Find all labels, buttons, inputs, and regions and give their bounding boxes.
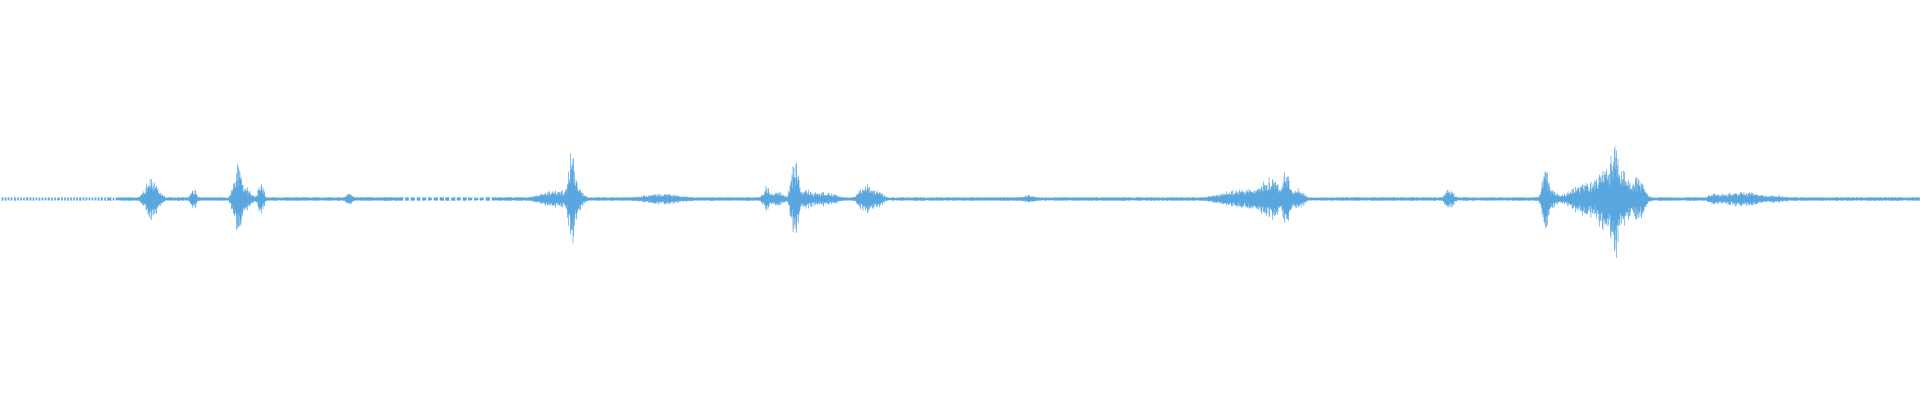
waveform-path — [1, 146, 1920, 258]
waveform-lines — [1, 146, 1920, 258]
